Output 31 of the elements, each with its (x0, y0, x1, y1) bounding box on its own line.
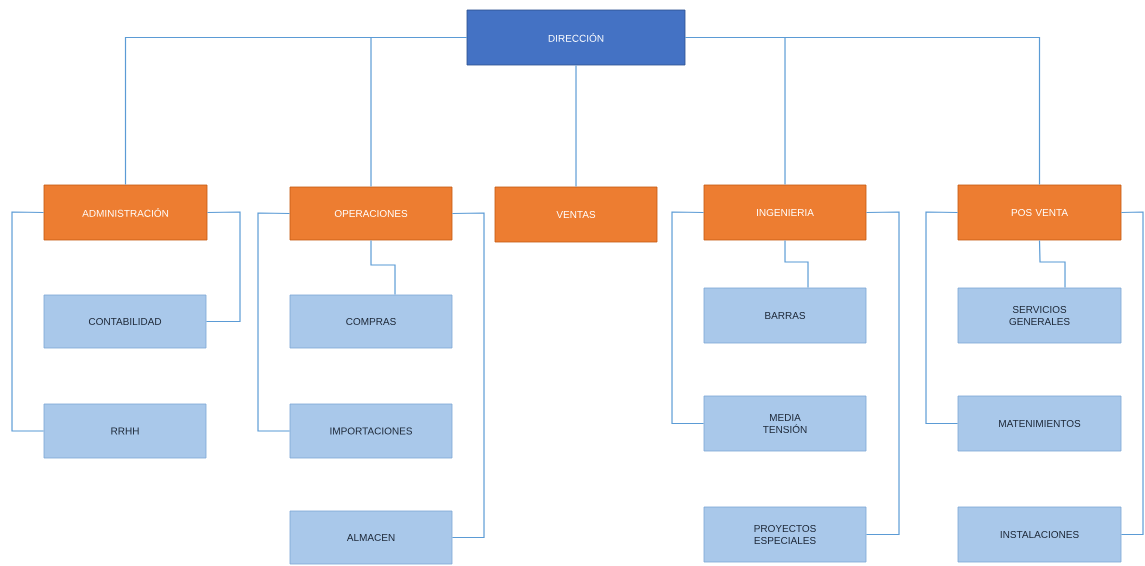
unit-box: SERVICIOS GENERALES (957, 287, 1122, 344)
unit-box: IMPORTACIONES (289, 403, 453, 459)
connector-line (865, 211, 900, 536)
connector-line (784, 239, 809, 289)
department-box: INGENIERIA (703, 184, 867, 241)
unit-box: CONTABILIDAD (43, 294, 207, 349)
unit-box: BARRAS (703, 287, 867, 344)
connector-line (671, 211, 705, 425)
director-box: DIRECCIÓN (466, 9, 686, 66)
connector-line (370, 36, 468, 188)
unit-box: MEDIA TENSIÓN (703, 395, 867, 452)
connector-line (205, 211, 241, 323)
unit-box: PROYECTOS ESPECIALES (703, 506, 867, 563)
connector-line (1120, 211, 1144, 536)
connector-line (451, 212, 485, 539)
unit-box: ALMACEN (289, 510, 453, 565)
connector-line (11, 211, 45, 432)
connector-line (925, 211, 959, 425)
unit-box: COMPRAS (289, 294, 453, 349)
connector-line (370, 239, 396, 296)
department-box: VENTAS (494, 186, 658, 243)
department-box: POS VENTA (957, 184, 1122, 241)
connector-line (575, 64, 577, 188)
connector-line (257, 212, 291, 432)
department-box: OPERACIONES (289, 186, 453, 241)
unit-box: INSTALACIONES (957, 506, 1122, 563)
connector-line (684, 36, 1041, 186)
department-box: ADMINISTRACIÓN (43, 184, 208, 241)
unit-box: RRHH (43, 403, 207, 459)
unit-box: MATENIMIENTOS (957, 395, 1122, 452)
connector-line (1038, 239, 1066, 289)
